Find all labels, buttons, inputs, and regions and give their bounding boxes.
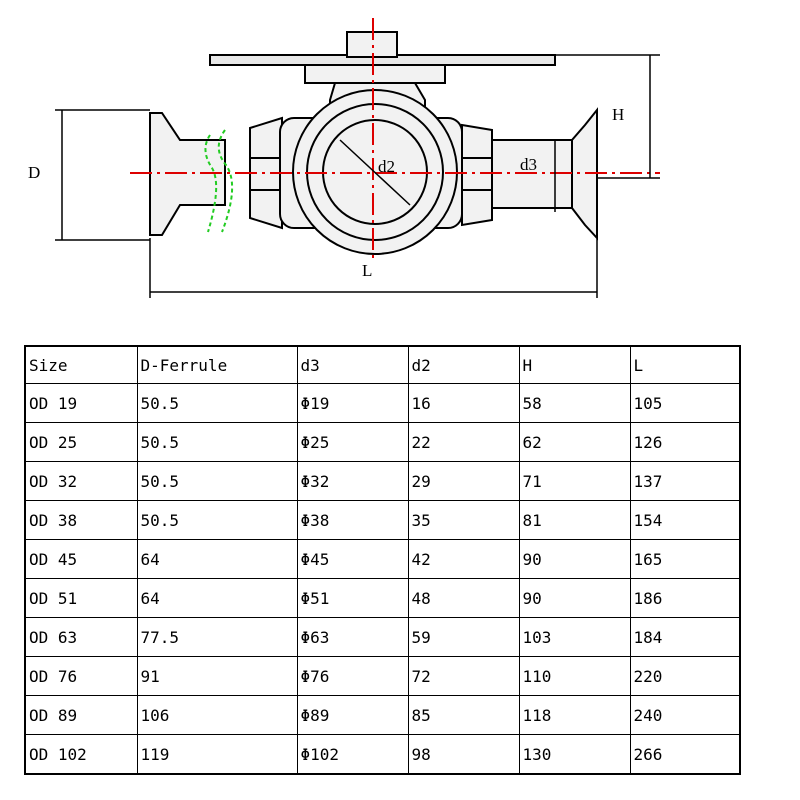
table-cell: 50.5 bbox=[136, 383, 298, 423]
handle-hub bbox=[304, 64, 446, 84]
header-cell: d3 bbox=[296, 345, 409, 384]
table-cell: OD 76 bbox=[24, 656, 138, 696]
table-cell: 240 bbox=[629, 695, 741, 735]
table-cell: 29 bbox=[407, 461, 520, 501]
table-cell: Φ45 bbox=[296, 539, 409, 579]
table-cell: 77.5 bbox=[136, 617, 298, 657]
header-cell: D-Ferrule bbox=[136, 345, 298, 384]
table-cell: 118 bbox=[518, 695, 631, 735]
table-cell: 105 bbox=[629, 383, 741, 423]
table-cell: 119 bbox=[136, 734, 298, 775]
table-cell: 90 bbox=[518, 539, 631, 579]
table-cell: 110 bbox=[518, 656, 631, 696]
table-cell: OD 38 bbox=[24, 500, 138, 540]
table-cell: Φ25 bbox=[296, 422, 409, 462]
dim-label-l: L bbox=[362, 261, 372, 280]
table-cell: Φ51 bbox=[296, 578, 409, 618]
header-cell: H bbox=[518, 345, 631, 384]
dim-label-d3: d3 bbox=[520, 155, 537, 174]
table-cell: 98 bbox=[407, 734, 520, 775]
table-cell: 58 bbox=[518, 383, 631, 423]
table-cell: OD 89 bbox=[24, 695, 138, 735]
table-cell: 186 bbox=[629, 578, 741, 618]
table-cell: OD 63 bbox=[24, 617, 138, 657]
table-cell: 137 bbox=[629, 461, 741, 501]
table-cell: Φ63 bbox=[296, 617, 409, 657]
table-cell: 266 bbox=[629, 734, 741, 775]
table-cell: 64 bbox=[136, 539, 298, 579]
table-cell: 85 bbox=[407, 695, 520, 735]
table-cell: OD 32 bbox=[24, 461, 138, 501]
table-cell: 42 bbox=[407, 539, 520, 579]
table-cell: 103 bbox=[518, 617, 631, 657]
dim-label-d: D bbox=[28, 163, 40, 182]
header-cell: Size bbox=[24, 345, 138, 384]
break-line-1 bbox=[204, 134, 218, 233]
table-cell: 184 bbox=[629, 617, 741, 657]
table-cell: 35 bbox=[407, 500, 520, 540]
table-cell: 220 bbox=[629, 656, 741, 696]
table-cell: 81 bbox=[518, 500, 631, 540]
table-cell: Φ89 bbox=[296, 695, 409, 735]
table-cell: 154 bbox=[629, 500, 741, 540]
table-cell: 90 bbox=[518, 578, 631, 618]
table-cell: 126 bbox=[629, 422, 741, 462]
table-cell: Φ19 bbox=[296, 383, 409, 423]
table-cell: 106 bbox=[136, 695, 298, 735]
left-nut bbox=[249, 116, 283, 230]
table-cell: 50.5 bbox=[136, 500, 298, 540]
table-cell: 48 bbox=[407, 578, 520, 618]
dimension-lines bbox=[55, 54, 660, 298]
table-cell: Φ32 bbox=[296, 461, 409, 501]
table-cell: 16 bbox=[407, 383, 520, 423]
table-cell: Φ38 bbox=[296, 500, 409, 540]
table-cell: OD 19 bbox=[24, 383, 138, 423]
table-cell: Φ76 bbox=[296, 656, 409, 696]
table-cell: 50.5 bbox=[136, 461, 298, 501]
table-cell: 62 bbox=[518, 422, 631, 462]
table-cell: 130 bbox=[518, 734, 631, 775]
table-cell: OD 45 bbox=[24, 539, 138, 579]
table-cell: 91 bbox=[136, 656, 298, 696]
table-cell: OD 102 bbox=[24, 734, 138, 775]
table-cell: 71 bbox=[518, 461, 631, 501]
table-cell: Φ102 bbox=[296, 734, 409, 775]
dim-label-d2: d2 bbox=[378, 157, 395, 176]
right-nut bbox=[461, 123, 493, 227]
table-cell: OD 25 bbox=[24, 422, 138, 462]
valve-drawing: D H L d2 d3 bbox=[28, 18, 660, 298]
table-cell: 22 bbox=[407, 422, 520, 462]
header-cell: L bbox=[629, 345, 741, 384]
header-cell: d2 bbox=[407, 345, 520, 384]
break-line-2 bbox=[217, 129, 234, 233]
table-cell: 50.5 bbox=[136, 422, 298, 462]
dim-label-h: H bbox=[612, 105, 624, 124]
table-cell: 165 bbox=[629, 539, 741, 579]
table-cell: OD 51 bbox=[24, 578, 138, 618]
table-cell: 59 bbox=[407, 617, 520, 657]
table-cell: 64 bbox=[136, 578, 298, 618]
table-cell: 72 bbox=[407, 656, 520, 696]
